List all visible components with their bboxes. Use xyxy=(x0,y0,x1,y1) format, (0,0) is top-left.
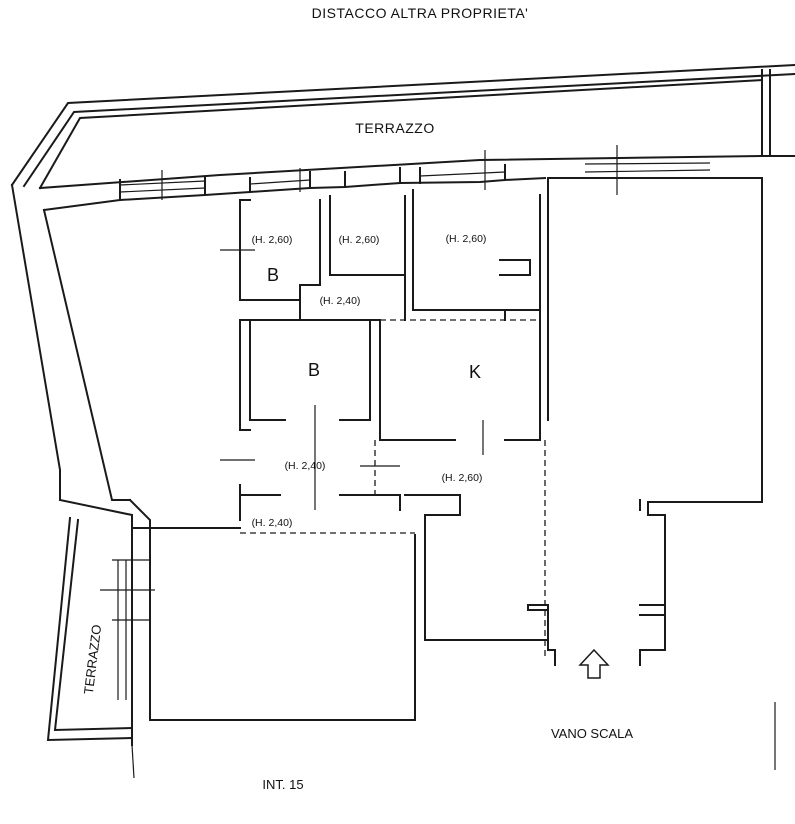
room-bath-large: B xyxy=(308,360,320,380)
room-kitchen: K xyxy=(469,362,481,382)
room-bath-small: B xyxy=(267,265,279,285)
height-kitchen-upper: (H. 2,60) xyxy=(446,233,487,245)
unit-label: INT. 15 xyxy=(262,777,303,792)
terrace-top-walls xyxy=(10,63,795,190)
stair-arrow xyxy=(578,648,610,679)
facade-wall xyxy=(42,145,711,212)
living-room-walls xyxy=(131,527,416,721)
boundary-label: DISTACCO ALTRA PROPRIETA' xyxy=(312,5,529,21)
bath-small-walls xyxy=(220,199,321,301)
height-hall-right: (H. 2,60) xyxy=(442,472,483,484)
height-corridor-low: (H. 2,40) xyxy=(252,517,293,529)
terrace-left-walls xyxy=(46,516,155,742)
corridor-walls xyxy=(220,405,549,641)
stairwell-label: VANO SCALA xyxy=(551,726,633,741)
stairwell-walls xyxy=(527,177,776,770)
bath-large-walls xyxy=(239,319,540,441)
terrace-left-label: TERRAZZO xyxy=(81,624,104,695)
terrace-top-label: TERRAZZO xyxy=(355,120,434,136)
kitchen-walls xyxy=(412,189,541,455)
height-passage: (H. 2,40) xyxy=(320,295,361,307)
left-exterior-wall xyxy=(10,183,151,779)
closet-walls xyxy=(299,195,406,321)
height-bath-small: (H. 2,60) xyxy=(252,234,293,246)
height-closet: (H. 2,60) xyxy=(339,234,380,246)
height-corridor: (H. 2,40) xyxy=(285,460,326,472)
